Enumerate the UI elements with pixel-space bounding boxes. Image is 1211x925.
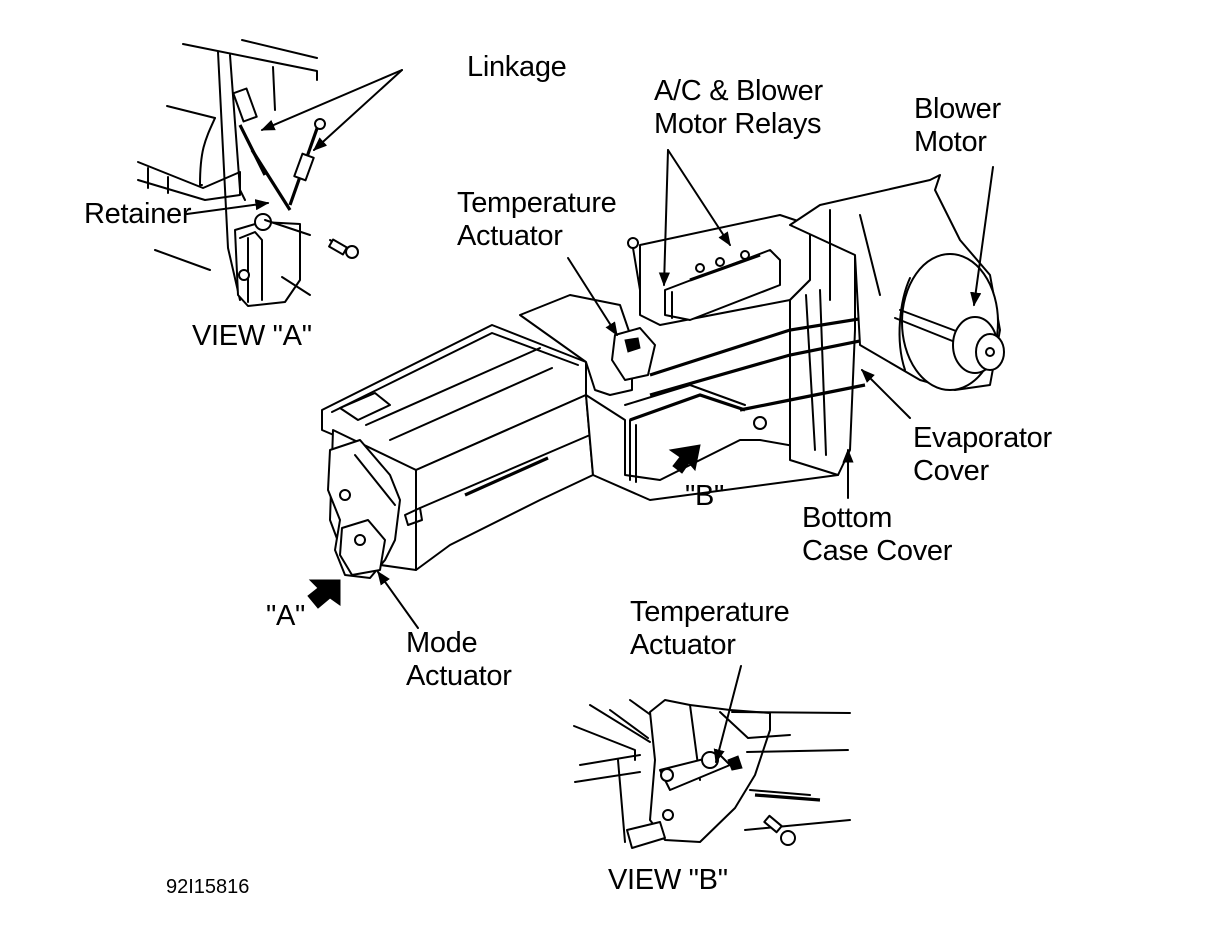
view-b-illustration	[573, 699, 851, 849]
linkage-pointer-2	[312, 69, 403, 151]
screw-icon	[328, 238, 359, 259]
label-line: Temperature	[457, 187, 617, 219]
linkage-pointer-1	[260, 69, 403, 131]
view-a-direction-arrow	[307, 579, 341, 609]
label-linkage: Linkage	[467, 51, 567, 83]
label-line: Bottom	[802, 502, 893, 534]
label-line: Evaporator	[913, 422, 1052, 454]
label-line: Case Cover	[802, 535, 953, 567]
label-marker-b: "B"	[685, 480, 725, 512]
label-ac-blower-motor-relays: A/C & Blower Motor Relays	[654, 75, 823, 141]
label-retainer: Retainer	[84, 198, 192, 230]
label-line: Actuator	[457, 220, 563, 252]
label-view-b: VIEW "B"	[608, 864, 728, 896]
label-line: Mode	[406, 627, 478, 659]
label-evaporator-cover: Evaporator Cover	[913, 422, 1052, 488]
label-bottom-case-cover: Bottom Case Cover	[802, 502, 952, 568]
view-b-direction-arrow	[668, 444, 701, 474]
relay-pointer-1	[658, 149, 670, 287]
label-line: Actuator	[406, 660, 512, 692]
retainer-pointer	[186, 199, 270, 215]
mode-actuator-pointer	[377, 570, 419, 629]
label-line: Motor Relays	[654, 108, 822, 140]
label-line: A/C & Blower	[654, 75, 823, 107]
label-blower-motor: Blower Motor	[914, 93, 1001, 159]
screw-icon	[763, 814, 796, 846]
label-marker-a: "A"	[266, 600, 306, 632]
main-hvac-unit-illustration	[321, 174, 1005, 579]
evaporator-cover-pointer	[861, 369, 911, 419]
relay-pointer-2	[667, 149, 731, 247]
label-line: Blower	[914, 93, 1001, 125]
label-view-a: VIEW "A"	[192, 320, 312, 352]
label-line: Motor	[914, 126, 987, 158]
view-a-illustration	[137, 39, 359, 307]
temp-actuator-pointer	[567, 257, 618, 337]
label-line: Cover	[913, 455, 989, 487]
label-line: Temperature	[630, 596, 790, 628]
label-mode-actuator: Mode Actuator	[406, 627, 512, 693]
label-line: Actuator	[630, 629, 736, 661]
view-b-temp-actuator-pointer	[713, 665, 742, 764]
label-temperature-actuator-view-b: Temperature Actuator	[630, 596, 790, 662]
label-temperature-actuator-main: Temperature Actuator	[457, 187, 617, 253]
figure-id: 92I15816	[166, 876, 250, 898]
blower-motor-pointer	[970, 166, 994, 307]
